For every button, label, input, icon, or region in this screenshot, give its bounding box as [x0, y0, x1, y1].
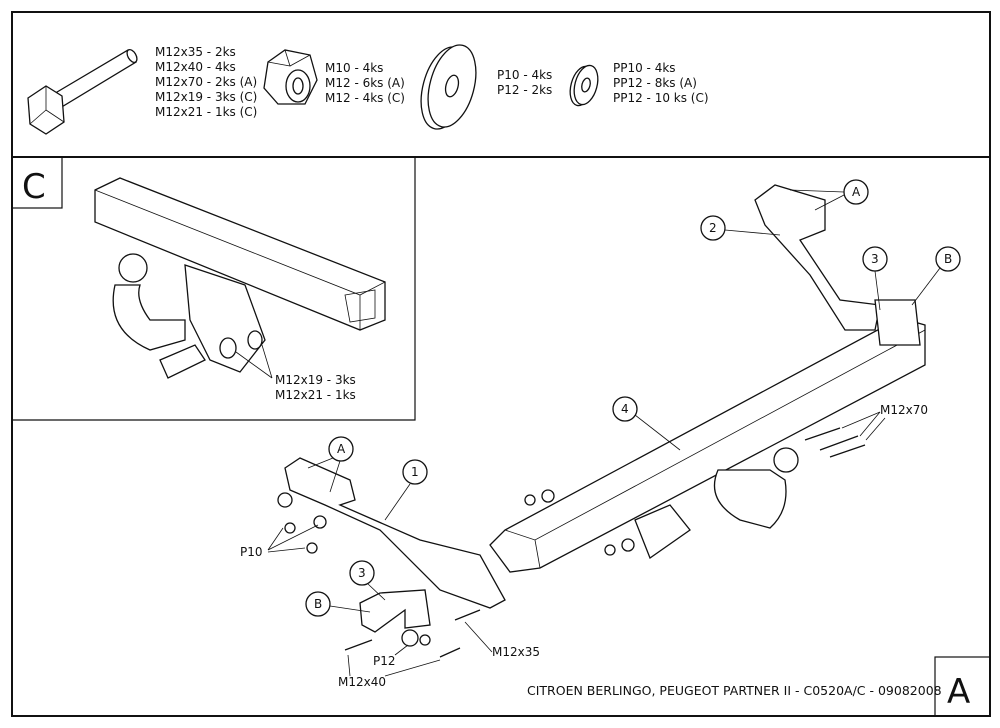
- detail-c-bolt-label: M12x21 - 1ks: [275, 388, 356, 402]
- washer-spec: P12 - 2ks: [497, 83, 552, 97]
- callout-3: 3: [871, 252, 879, 266]
- callout-a: A: [337, 442, 346, 456]
- bolt-icon: [27, 48, 138, 135]
- parts-bolts-text: M12x35 - 2ks M12x40 - 4ks M12x70 - 2ks (…: [155, 45, 257, 119]
- bolt-spec: M12x40 - 4ks: [155, 60, 236, 74]
- bolt-spec: M12x21 - 1ks (C): [155, 105, 257, 119]
- detail-c-panel: C M12x19 - 3ks M12x21 - 1ks: [11, 156, 416, 421]
- label-m12x35: M12x35: [492, 645, 540, 659]
- main-assembly: [277, 184, 926, 658]
- callout-b: B: [944, 252, 952, 266]
- nut-icon: [263, 49, 318, 105]
- nut-spec: M12 - 6ks (A): [325, 76, 405, 90]
- label-m12x40: M12x40: [338, 675, 386, 689]
- callout-b: B: [314, 597, 322, 611]
- spring-washer-spec: PP12 - 8ks (A): [613, 76, 697, 90]
- drawing-title: CITROEN BERLINGO, PEUGEOT PARTNER II - C…: [527, 683, 942, 698]
- bolt-spec: M12x19 - 3ks (C): [155, 90, 257, 104]
- washer-spec: P10 - 4ks: [497, 68, 552, 82]
- detail-c-label: C: [22, 167, 46, 207]
- spring-washer-spec: PP10 - 4ks: [613, 61, 676, 75]
- label-p12: P12: [373, 654, 396, 668]
- callouts: A 2 3 B 4 A 1 3 B: [305, 179, 961, 617]
- label-m12x70: M12x70: [880, 403, 928, 417]
- callout-1: 1: [411, 465, 419, 479]
- drawing-frame: [11, 11, 991, 717]
- nut-spec: M12 - 4ks (C): [325, 91, 405, 105]
- callout-2: 2: [709, 221, 717, 235]
- bolt-spec: M12x70 - 2ks (A): [155, 75, 257, 89]
- label-p10: P10: [240, 545, 263, 559]
- callout-4: 4: [621, 402, 629, 416]
- spring-washer-icon: [569, 64, 599, 107]
- washer-icon: [420, 44, 477, 130]
- callout-a: A: [852, 185, 861, 199]
- detail-c-bolt-label: M12x19 - 3ks: [275, 373, 356, 387]
- sheet-box: [934, 656, 991, 717]
- bolt-spec: M12x35 - 2ks: [155, 45, 236, 59]
- callout-3: 3: [358, 566, 366, 580]
- sheet-label: A: [947, 672, 970, 712]
- spring-washer-spec: PP12 - 10 ks (C): [613, 91, 709, 105]
- nut-spec: M10 - 4ks: [325, 61, 383, 75]
